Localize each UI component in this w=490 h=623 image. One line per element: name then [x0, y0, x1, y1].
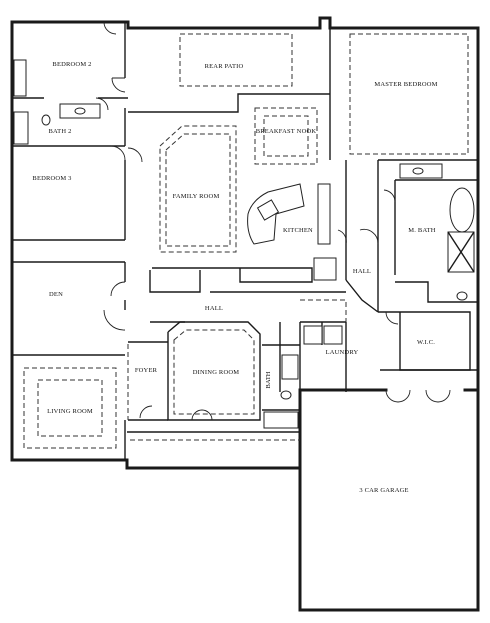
label-garage: 3 CAR GARAGE	[359, 487, 408, 494]
ceiling-lines	[23, 33, 469, 449]
label-hall-center: HALL	[205, 305, 223, 312]
label-laundry: LAUNDRY	[326, 349, 359, 356]
label-dining-room: DINING ROOM	[193, 369, 239, 376]
doors	[95, 21, 451, 421]
label-den: DEN	[49, 291, 63, 298]
label-family-room: FAMILY ROOM	[173, 193, 220, 200]
room-labels: BEDROOM 2 REAR PATIO MASTER BEDROOM BATH…	[32, 61, 437, 494]
label-rear-patio: REAR PATIO	[205, 63, 244, 70]
exterior-walls	[10, 16, 480, 612]
label-living-room: LIVING ROOM	[47, 408, 93, 415]
label-master-bedroom: MASTER BEDROOM	[374, 81, 437, 88]
label-breakfast-nook: BREAKFAST NOOK	[256, 128, 317, 135]
label-bedroom-2: BEDROOM 2	[52, 61, 91, 68]
label-bedroom-3: BEDROOM 3	[32, 175, 71, 182]
fixtures	[13, 59, 475, 429]
interior-walls	[12, 22, 478, 460]
label-kitchen: KITCHEN	[283, 227, 313, 234]
label-foyer: FOYER	[135, 367, 158, 374]
label-wic: W.I.C.	[417, 339, 435, 346]
label-hall-right: HALL	[353, 268, 371, 275]
label-m-bath: M. BATH	[408, 227, 436, 234]
label-bath-2: BATH 2	[48, 128, 71, 135]
label-bath: BATH	[265, 371, 272, 388]
